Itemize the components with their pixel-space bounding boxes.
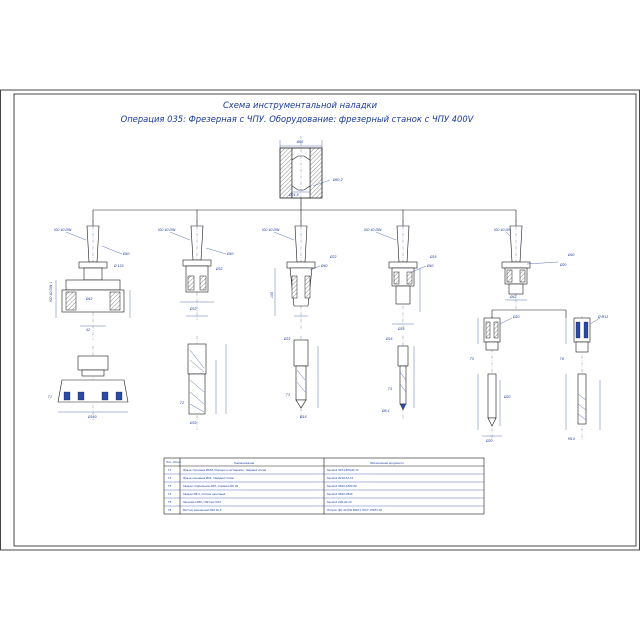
tool-5-dim5: M10 bbox=[568, 437, 575, 441]
table-row-1-pos: Т1 bbox=[168, 468, 172, 472]
tool-2-cone-label: ISO 40 DIN bbox=[158, 228, 176, 232]
svg-text:T4: T4 bbox=[388, 387, 392, 391]
tool-5-cone-label: ISO 40 DIN bbox=[494, 228, 512, 232]
table-header-pos: Поз. обозн. bbox=[166, 460, 181, 464]
tool-5-dim2: Ø20 bbox=[559, 262, 567, 267]
tool-4-dim4: Ø16 bbox=[385, 336, 393, 341]
tool-3-drill-holder: ISO 40 DIN Ø40 Ø22 150 bbox=[262, 220, 337, 330]
tool-spec-table: Поз. обозн. Наименование Обозначение док… bbox=[163, 457, 485, 515]
svg-text:T1: T1 bbox=[48, 395, 52, 399]
tool-5b-tap: Ø M12 M10 T6 bbox=[560, 314, 608, 441]
table-row-4-name: Сверло Ø8,4, патрон цанговый bbox=[183, 491, 226, 496]
table-row-6-pos: Т6 bbox=[168, 508, 172, 512]
tool-1-face-mill-cutter: Ø160 T1 bbox=[48, 346, 129, 420]
table-row-5-name: Зенковка Ø20 / Метчик M10 bbox=[183, 499, 221, 504]
tool-4-dim2: Ø16 bbox=[429, 254, 437, 259]
table-row-4-pos: Т4 bbox=[168, 492, 172, 496]
table-row-1-doc: Sandvik 345-160Q40-13 bbox=[327, 468, 359, 472]
table-row-5-doc: Sandvik 200-20-10 bbox=[327, 500, 352, 504]
svg-text:T5: T5 bbox=[470, 357, 474, 361]
tool-1-dim5: Ø42 bbox=[85, 296, 93, 301]
tool-3-drill-bit: Ø22 Ø18 T3 bbox=[283, 336, 319, 420]
svg-text:T2: T2 bbox=[180, 401, 184, 405]
table-row-2-pos: Т2 bbox=[168, 476, 172, 480]
tool-2-dim4: Ø32 bbox=[189, 420, 197, 425]
table-row-3-name: Сверло спиральное Ø18, оправка ISO 40 bbox=[183, 483, 239, 488]
table-row-1-name: Фреза торцовая Ø160 сборная со вставками… bbox=[183, 467, 266, 472]
tool-1-face-mill-holder: ISO 40 DIN Ø40 Ø 120 ISO 40 DIN 1 Ø42 42 bbox=[49, 220, 131, 340]
table-row-5-pos: Т5 bbox=[168, 500, 172, 504]
svg-text:Ø20: Ø20 bbox=[485, 438, 493, 443]
svg-text:42: 42 bbox=[86, 328, 90, 332]
tool-5-dim3: Ø20 bbox=[512, 314, 520, 319]
tool-3-cone-label: ISO 40 DIN bbox=[262, 228, 280, 232]
table-header-name: Наименование bbox=[234, 461, 255, 465]
table-row-2-doc: Sandvik R216.32-32 bbox=[327, 476, 354, 480]
tool-3-dim2: Ø22 bbox=[329, 254, 337, 259]
tool-1-dim4: Ø160 bbox=[87, 414, 97, 419]
tool-2-dim2: Ø32 bbox=[215, 266, 223, 271]
spindle-dim-bore: Ø60,2 bbox=[332, 177, 343, 182]
tool-5-dim1: Ø40 bbox=[567, 252, 575, 257]
spindle-dim-top: Ø60 bbox=[296, 139, 304, 144]
svg-text:150: 150 bbox=[270, 292, 274, 298]
tool-1-dim3: ISO 40 DIN 1 bbox=[49, 282, 53, 302]
tool-distribution-lines bbox=[92, 198, 517, 226]
tool-4-dim1: Ø40 bbox=[426, 263, 434, 268]
tool-4-drill-bit: Ø16 Ø8,4 T4 bbox=[381, 336, 415, 420]
tool-2-end-mill-holder: ISO 40 DIN Ø40 Ø32 Ø32 bbox=[158, 220, 234, 320]
table-row-6-name: Метчик машинный М10 Р1,5 bbox=[183, 508, 222, 512]
svg-text:Ø20: Ø20 bbox=[503, 394, 511, 399]
tool-4-drill-holder: ISO 40 DIN Ø40 Ø16 Ø16 bbox=[364, 220, 437, 331]
sheet-subtitle: Операция 035: Фрезерная с ЧПУ. Оборудова… bbox=[121, 114, 475, 124]
svg-text:Ø42: Ø42 bbox=[509, 294, 517, 299]
tool-3-dim4: Ø22 bbox=[283, 336, 291, 341]
spindle-dim-shank: Ø24,8 bbox=[288, 192, 299, 197]
table-row-6-doc: Патрон ISO 40 DIN 69871 ГОСТ 15933-70 bbox=[327, 508, 382, 512]
table-row-2-name: Фреза концевая Ø32, твердый сплав bbox=[183, 475, 234, 480]
sheet-title: Схема инструментальной наладки bbox=[223, 100, 378, 110]
tool-3-dim5: Ø18 bbox=[299, 414, 307, 419]
table-row-3-pos: Т3 bbox=[168, 484, 172, 488]
tool-1-dim2: Ø 120 bbox=[113, 263, 124, 268]
table-header-doc: Обозначение документа bbox=[370, 461, 404, 465]
inner-frame bbox=[13, 93, 637, 547]
tool-2-end-mill-cutter: Ø32 T2 bbox=[180, 336, 227, 430]
tool-5a-countersink: Ø20 Ø20 Ø20 T5 bbox=[470, 314, 520, 443]
svg-text:Ø16: Ø16 bbox=[397, 326, 405, 331]
svg-text:T3: T3 bbox=[286, 393, 290, 397]
tool-3-dim1: Ø40 bbox=[320, 263, 328, 268]
tool-4-dim5: Ø8,4 bbox=[381, 408, 390, 413]
svg-text:T6: T6 bbox=[560, 357, 564, 361]
spindle: Ø60 Ø60,2 Ø24,8 bbox=[279, 136, 343, 210]
tool-5-holder: ISO 40 DIN Ø40 Ø20 Ø42 bbox=[491, 220, 575, 318]
tool-1-dim1: Ø40 bbox=[122, 251, 130, 256]
tool-4-cone-label: ISO 40 DIN bbox=[364, 228, 382, 232]
svg-text:Ø32: Ø32 bbox=[189, 306, 197, 311]
tool-2-dim1: Ø40 bbox=[226, 251, 234, 256]
table-row-4-doc: Sandvik R840-0840 bbox=[327, 492, 353, 496]
tool-5-dim4: Ø M12 bbox=[597, 314, 608, 319]
table-row-3-doc: Sandvik R840-1800-50 bbox=[327, 484, 357, 488]
tool-1-cone-label: ISO 40 DIN bbox=[54, 228, 72, 232]
